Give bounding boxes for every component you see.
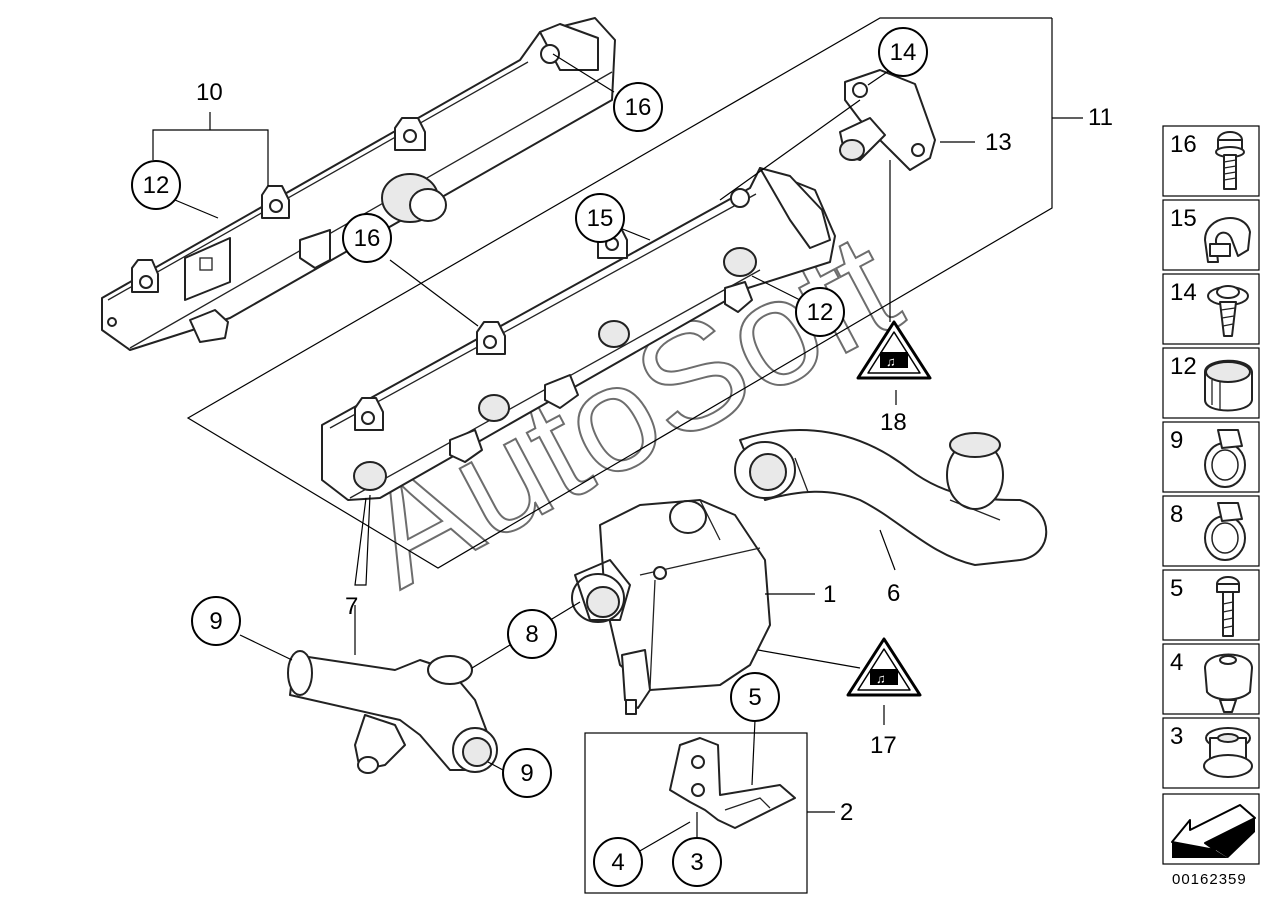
side-panel: 16 15 14 xyxy=(1162,125,1260,888)
svg-text:15: 15 xyxy=(587,205,614,232)
screw-washer-icon xyxy=(1207,285,1249,337)
hose-clamp-icon xyxy=(1204,429,1246,488)
callout-12-upper: 12 xyxy=(131,160,181,210)
leader-lines xyxy=(152,53,975,853)
svg-text:16: 16 xyxy=(354,225,381,252)
svg-text:4: 4 xyxy=(1170,649,1183,676)
rubber-buffer-icon xyxy=(1204,653,1253,713)
svg-text:9: 9 xyxy=(1170,427,1183,454)
side-item-9: 9 xyxy=(1162,421,1260,493)
callout-6: 6 xyxy=(887,580,900,607)
reference-number: 00162359 xyxy=(1172,871,1247,888)
svg-text:15: 15 xyxy=(1170,205,1197,232)
svg-text:5: 5 xyxy=(748,684,761,711)
group-outline-11 xyxy=(186,17,1053,569)
callout-17: 17 xyxy=(870,732,897,759)
svg-text:♫: ♫ xyxy=(876,671,886,686)
clip-icon xyxy=(1204,217,1251,263)
side-item-4: 4 xyxy=(1162,643,1260,715)
callout-16-upper: 16 xyxy=(613,82,663,132)
callout-9-right: 9 xyxy=(502,748,552,798)
plug-cap-icon xyxy=(1204,359,1253,412)
svg-text:4: 4 xyxy=(611,849,624,876)
fuel-rail-lower xyxy=(321,167,836,501)
callout-3: 3 xyxy=(672,837,722,887)
bolt-flange-icon xyxy=(1215,131,1245,190)
side-item-3: 3 xyxy=(1162,717,1260,789)
callout-4: 4 xyxy=(593,837,643,887)
svg-text:14: 14 xyxy=(890,39,917,66)
svg-text:14: 14 xyxy=(1170,279,1197,306)
callout-7: 7 xyxy=(345,593,358,620)
callout-2: 2 xyxy=(840,799,853,826)
svg-text:9: 9 xyxy=(209,608,222,635)
side-item-5: 5 xyxy=(1162,569,1260,641)
callout-14: 14 xyxy=(878,27,928,77)
svg-text:3: 3 xyxy=(690,849,703,876)
callout-16-lower: 16 xyxy=(342,213,392,263)
callout-8: 8 xyxy=(507,609,557,659)
svg-text:16: 16 xyxy=(625,94,652,121)
pressure-sensor xyxy=(839,69,936,171)
side-item-15: 15 xyxy=(1162,199,1260,271)
svg-text:12: 12 xyxy=(143,172,170,199)
side-item-12: 12 xyxy=(1162,347,1260,419)
callout-9-left: 9 xyxy=(191,596,241,646)
callout-1: 1 xyxy=(823,581,836,608)
warning-triangle-17: ♫ xyxy=(846,637,922,697)
callout-13: 13 xyxy=(985,129,1012,156)
t-pipe xyxy=(287,650,498,774)
callout-15: 15 xyxy=(575,193,625,243)
svg-text:3: 3 xyxy=(1170,723,1183,750)
side-item-16: 16 xyxy=(1162,125,1260,197)
grommet-icon xyxy=(1203,727,1253,778)
svg-text:12: 12 xyxy=(1170,353,1197,380)
warning-triangle-18: ♫ xyxy=(856,320,932,380)
svg-text:16: 16 xyxy=(1170,131,1197,158)
svg-text:♫: ♫ xyxy=(886,354,896,369)
side-item-14: 14 xyxy=(1162,273,1260,345)
direction-arrow-icon xyxy=(1162,793,1260,865)
svg-text:8: 8 xyxy=(1170,501,1183,528)
hose-clamp-icon xyxy=(1204,502,1246,561)
callout-10: 10 xyxy=(196,79,223,106)
svg-text:5: 5 xyxy=(1170,575,1183,602)
fuel-rail-upper xyxy=(101,17,616,351)
bolt-icon xyxy=(1216,576,1240,637)
control-unit xyxy=(571,499,771,715)
bracket xyxy=(669,737,796,829)
callout-11: 11 xyxy=(1088,104,1113,131)
side-item-8: 8 xyxy=(1162,495,1260,567)
callout-5: 5 xyxy=(730,672,780,722)
callout-12-lower: 12 xyxy=(795,287,845,337)
svg-text:8: 8 xyxy=(525,621,538,648)
callout-18: 18 xyxy=(880,409,907,436)
intake-hose xyxy=(734,429,1048,566)
svg-text:12: 12 xyxy=(807,299,834,326)
svg-text:9: 9 xyxy=(520,760,533,787)
